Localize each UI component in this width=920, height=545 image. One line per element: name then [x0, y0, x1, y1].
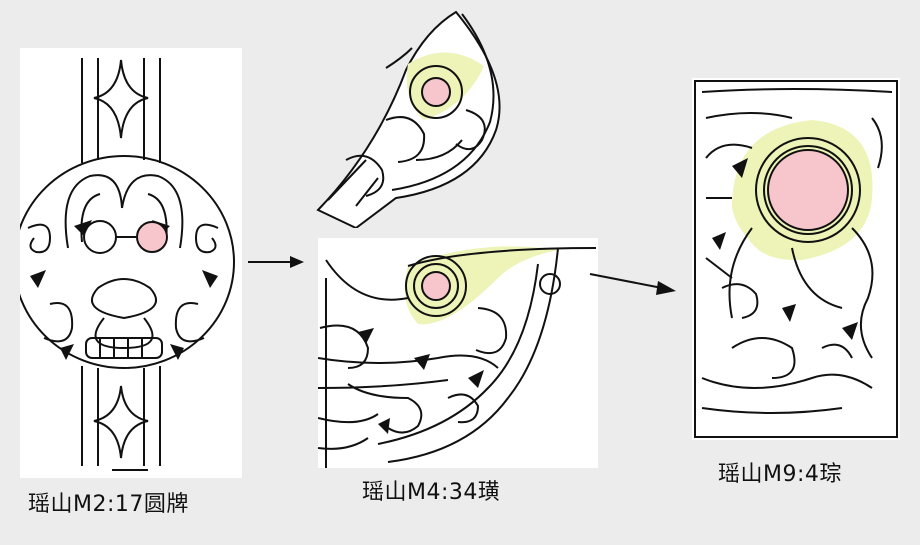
caption-left: 瑶山M2:17圆牌	[28, 492, 189, 517]
huang-eye-highlight	[422, 272, 450, 300]
caption-right: 瑶山M9:4琮	[718, 462, 842, 487]
huang-panel	[318, 238, 598, 468]
cong-drawing	[692, 78, 900, 440]
right-arrow-icon	[588, 270, 676, 295]
huang-drawing	[318, 246, 598, 468]
huang-top-fragment-drawing	[316, 10, 510, 228]
huang-top-fragment-panel	[316, 10, 510, 228]
cong-panel	[692, 78, 900, 440]
right-arrow-icon	[246, 256, 304, 268]
caption-middle: 瑶山M4:34璜	[362, 480, 501, 505]
round-plaque-panel	[20, 48, 242, 478]
huang-top-eye-highlight	[422, 78, 450, 106]
plaque-eye-highlight	[137, 222, 167, 252]
cong-eye-highlight	[768, 150, 848, 230]
round-plaque-drawing	[20, 48, 242, 478]
